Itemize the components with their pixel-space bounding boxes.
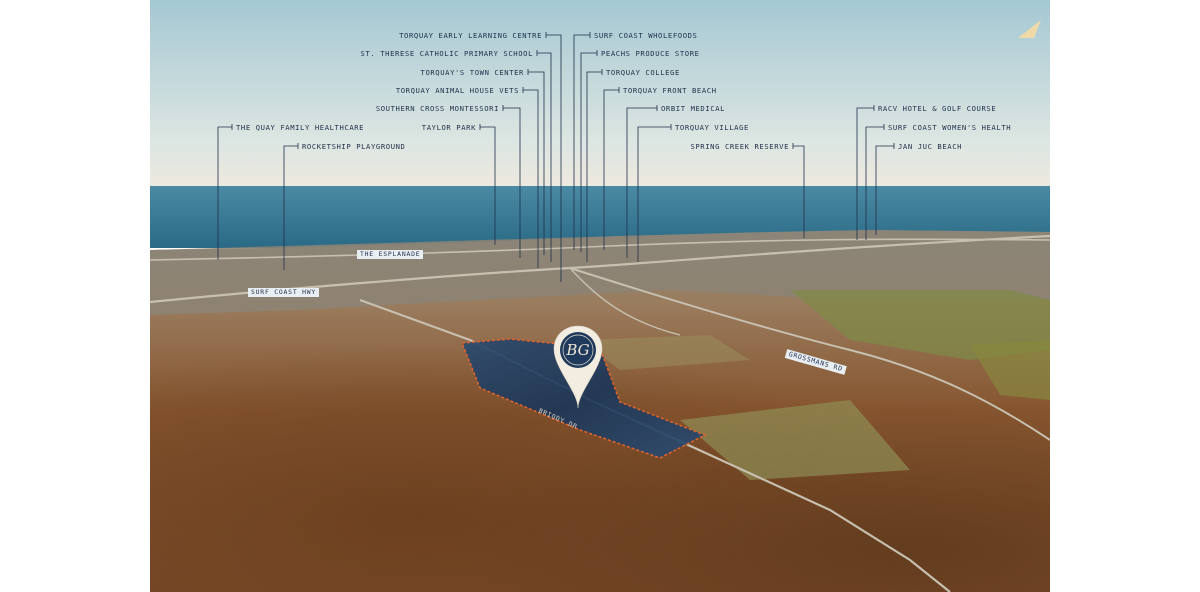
- road-label: SURF COAST HWY: [248, 288, 320, 297]
- leader-lines: [217, 32, 895, 282]
- poi-label: PEACHS PRODUCE STORE: [601, 49, 700, 58]
- aerial-map: TORQUAY EARLY LEARNING CENTRE ST. THERES…: [150, 0, 1050, 592]
- poi-label: TORQUAY EARLY LEARNING CENTRE: [399, 31, 542, 40]
- poi-label: TORQUAY'S TOWN CENTER: [420, 68, 524, 77]
- poi-label: JAN JUC BEACH: [898, 142, 963, 151]
- poi-label: ROCKETSHIP PLAYGROUND: [302, 142, 406, 151]
- poi-label: TORQUAY ANIMAL HOUSE VETS: [395, 86, 519, 95]
- map-pin-icon: [553, 325, 603, 409]
- development-site: [462, 339, 705, 458]
- north-arrow-icon: [1018, 20, 1041, 38]
- poi-label: TAYLOR PARK: [421, 123, 476, 132]
- site-boundary: [460, 338, 707, 459]
- poi-label: TORQUAY VILLAGE: [675, 123, 749, 132]
- poi-label: SURF COAST WHOLEFOODS: [594, 31, 698, 40]
- poi-label: RACV HOTEL & GOLF COURSE: [878, 104, 997, 113]
- poi-label: SPRING CREEK RESERVE: [690, 142, 789, 151]
- poi-label: SURF COAST WOMEN'S HEALTH: [888, 123, 1012, 132]
- poi-label: ORBIT MEDICAL: [661, 104, 726, 113]
- poi-label: ST. THERESE CATHOLIC PRIMARY SCHOOL: [360, 49, 533, 58]
- aerial-photo: [150, 0, 1050, 592]
- poi-label: TORQUAY COLLEGE: [606, 68, 680, 77]
- poi-label: THE QUAY FAMILY HEALTHCARE: [236, 123, 365, 132]
- marker-logo: BG: [566, 341, 590, 359]
- poi-label: TORQUAY FRONT BEACH: [623, 86, 717, 95]
- poi-label: SOUTHERN CROSS MONTESSORI: [375, 104, 499, 113]
- road-label: THE ESPLANADE: [357, 250, 424, 259]
